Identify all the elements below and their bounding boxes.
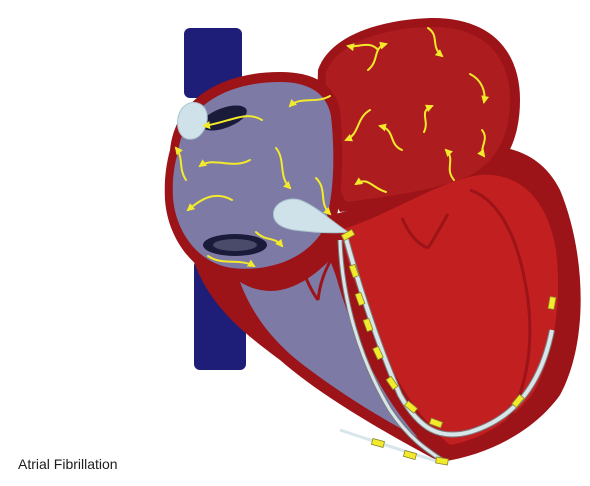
- conduction-marker: [403, 451, 416, 460]
- diagram-caption: Atrial Fibrillation: [18, 456, 118, 472]
- conduction-marker: [371, 439, 384, 448]
- vessel-opening-lower-rim: [213, 239, 257, 251]
